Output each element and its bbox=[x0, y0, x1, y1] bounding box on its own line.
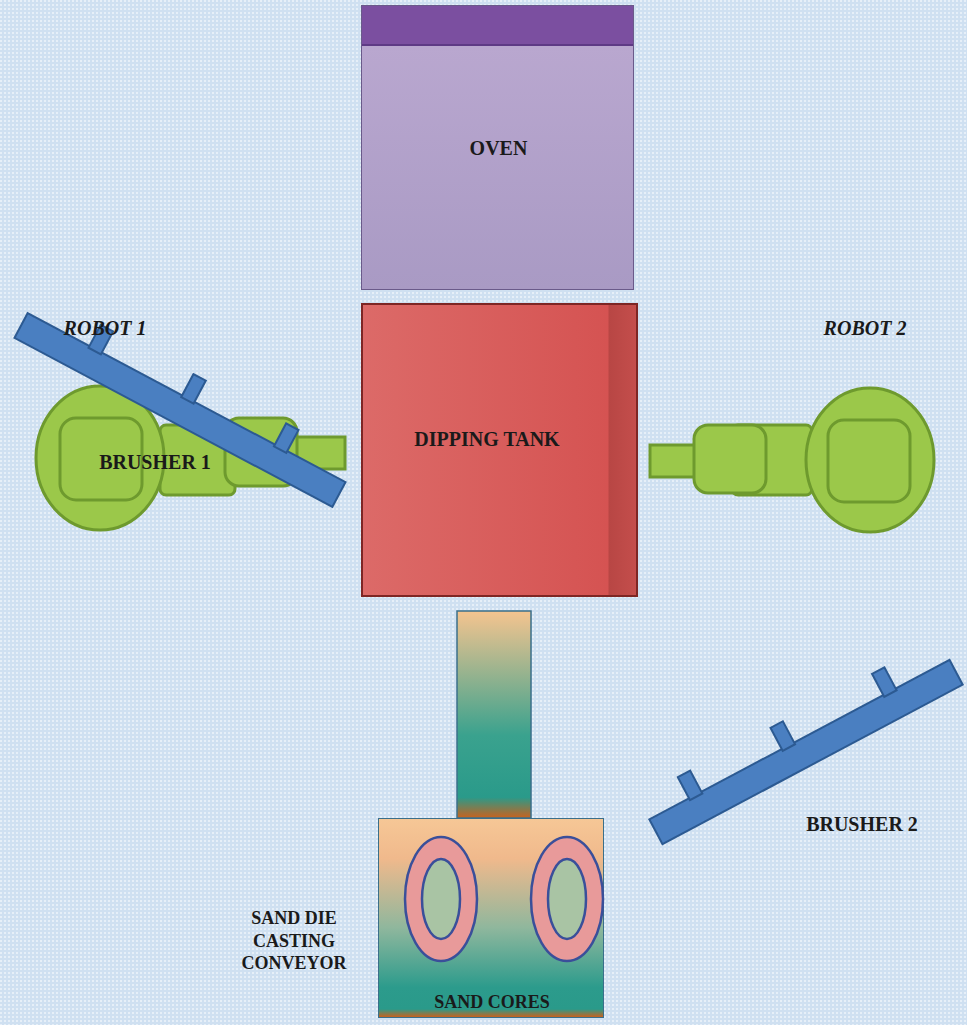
sand-core-figures bbox=[379, 819, 605, 1019]
robot-label-area: ROBOT 1 bbox=[40, 316, 170, 346]
node-label: ROBOT 2 bbox=[800, 316, 930, 341]
node-label: SAND DIE CASTING CONVEYOR bbox=[219, 907, 369, 975]
node-label: SAND CORES bbox=[379, 991, 605, 1014]
brusher-1-figure bbox=[14, 292, 356, 507]
tank-box: DIPPING TANK bbox=[361, 303, 638, 597]
robot-label-area: ROBOT 2 bbox=[800, 316, 930, 346]
feed-conveyor bbox=[457, 611, 531, 818]
node-label: ROBOT 1 bbox=[40, 316, 170, 341]
node-label: BRUSHER 2 bbox=[782, 812, 942, 837]
node-label: DIPPING TANK bbox=[363, 427, 611, 452]
brusher-label-area: BRUSHER 1 bbox=[80, 450, 230, 480]
node-label: BRUSHER 1 bbox=[80, 450, 230, 475]
brusher-label-area: BRUSHER 2 bbox=[782, 812, 942, 842]
brusher-2-figure bbox=[638, 639, 963, 845]
node-label: OVEN bbox=[362, 136, 635, 161]
robot-2-figure bbox=[650, 388, 934, 532]
conveyor-box: SAND DIE CASTING CONVEYORSAND CORES bbox=[378, 818, 604, 1018]
oven-box: OVEN bbox=[361, 5, 634, 290]
